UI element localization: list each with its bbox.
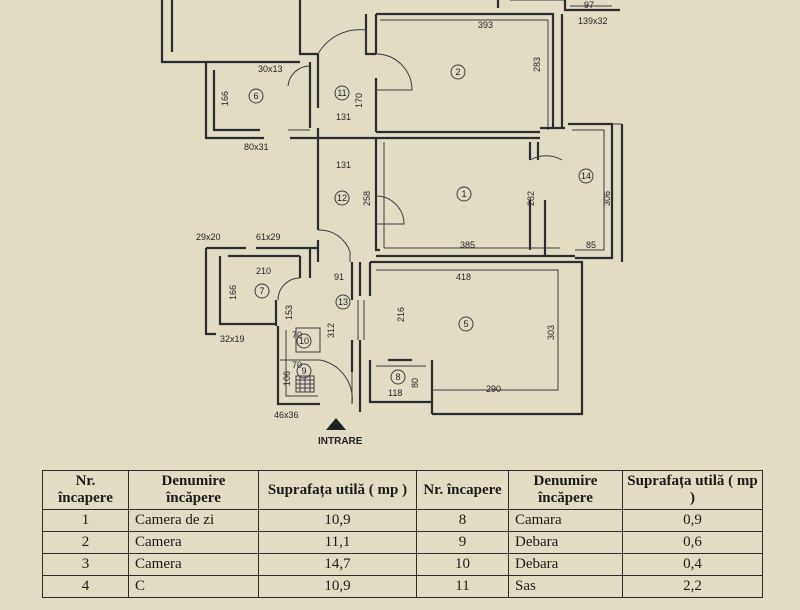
table-row: 2 Camera 11,1 9 Debara 0,6	[42, 531, 763, 554]
room-number-6: 6	[253, 91, 258, 101]
dim-153: 153	[284, 305, 294, 320]
dim-166-a: 166	[220, 91, 230, 106]
dim-32x19: 32x19	[220, 334, 245, 344]
dim-61x29: 61x29	[256, 232, 281, 242]
header-nr-left: Nr. încapere	[42, 470, 129, 510]
cell-name: Camara	[508, 509, 623, 532]
cell-nr: 1	[42, 509, 129, 532]
cell-name: Camera	[128, 531, 259, 554]
dim-210: 210	[256, 266, 271, 276]
dimension-labels: 393 97 139x32 283 30x13 166 170 131 80x3…	[196, 0, 612, 420]
cell-name: Debara	[508, 531, 623, 554]
dim-80: 80	[410, 378, 420, 388]
dim-118: 118	[388, 388, 402, 398]
room-number-9: 9	[301, 366, 306, 376]
entrance-label: INTRARE	[318, 436, 363, 447]
dim-216: 216	[396, 307, 406, 322]
cell-area: 0,6	[622, 531, 763, 554]
room-number-7: 7	[259, 286, 264, 296]
cell-nr: 4	[42, 575, 129, 598]
room-number-14: 14	[581, 171, 591, 181]
header-area-right: Suprafața utilă ( mp )	[622, 470, 763, 510]
dim-282: 282	[526, 191, 536, 206]
entrance-arrow-icon	[326, 418, 346, 430]
dim-80x31: 80x31	[244, 142, 269, 152]
walls-top-room	[160, 0, 565, 64]
walls-closets-9-10	[276, 326, 321, 406]
room-number-13: 13	[338, 297, 348, 307]
dim-29x20: 29x20	[196, 232, 221, 242]
room-number-11: 11	[337, 88, 346, 98]
dim-393: 393	[478, 20, 493, 30]
dim-418: 418	[456, 272, 471, 282]
cell-name: Sas	[508, 575, 623, 598]
dim-97: 97	[584, 0, 594, 10]
dim-139x32: 139x32	[578, 16, 608, 26]
cell-name: Camera	[128, 553, 259, 576]
room-number-10: 10	[299, 336, 309, 346]
cell-area: 11,1	[258, 531, 417, 554]
cell-area: 0,4	[622, 553, 763, 576]
cell-nr: 10	[416, 553, 509, 576]
cell-area: 10,9	[258, 575, 417, 598]
room-number-8: 8	[395, 372, 400, 382]
header-nr-right: Nr. încapere	[416, 470, 509, 510]
dim-131-a: 131	[336, 112, 351, 122]
cell-area: 14,7	[258, 553, 417, 576]
dim-30x13: 30x13	[258, 64, 283, 74]
room-number-2: 2	[455, 67, 460, 77]
dim-312: 312	[326, 323, 336, 338]
dim-131-b: 131	[336, 160, 351, 170]
cell-name: C	[128, 575, 259, 598]
cell-nr: 8	[416, 509, 509, 532]
room-number-5: 5	[463, 319, 468, 329]
dim-46x36: 46x36	[274, 410, 299, 420]
dim-303: 303	[546, 325, 556, 340]
dim-170: 170	[354, 93, 364, 108]
room-markers	[248, 64, 594, 385]
dim-70-a: 70	[292, 330, 302, 340]
walls-balcony-14	[568, 122, 624, 262]
cell-nr: 2	[42, 531, 129, 554]
floor-plan: INTRARE 11 2 6 12 1 14 7 13 5 10 9 8 393…	[160, 0, 624, 447]
dim-70-b: 70	[292, 360, 302, 370]
dim-106: 106	[282, 371, 292, 386]
areas-table: Nr. încapere Denumire încăpere Suprafața…	[42, 470, 763, 598]
table-header-row: Nr. încapere Denumire încăpere Suprafața…	[42, 470, 763, 510]
dim-258: 258	[362, 191, 372, 206]
walls-room-6	[204, 54, 376, 230]
dim-85: 85	[586, 240, 596, 250]
walls-room-7	[204, 246, 318, 336]
cell-area: 10,9	[258, 509, 417, 532]
cell-nr: 11	[416, 575, 509, 598]
dim-306: 306	[602, 191, 612, 206]
header-name-left: Denumire încăpere	[128, 470, 259, 510]
table-row: 1 Camera de zi 10,9 8 Camara 0,9	[42, 509, 763, 532]
table-row: 4 C 10,9 11 Sas 2,2	[42, 575, 763, 598]
areas-table-container: Nr. încapere Denumire încăpere Suprafața…	[42, 470, 763, 610]
cell-area: 2,2	[622, 575, 763, 598]
room-number-12: 12	[337, 193, 347, 203]
header-name-right: Denumire încăpere	[508, 470, 623, 510]
cell-area: 0,9	[622, 509, 763, 532]
dim-385: 385	[460, 240, 475, 250]
walls-corridor-13	[316, 240, 365, 412]
dim-283: 283	[532, 57, 542, 72]
dim-91: 91	[334, 272, 344, 282]
walls-room-5	[368, 260, 584, 416]
cell-nr: 3	[42, 553, 129, 576]
dim-290: 290	[486, 384, 501, 394]
walls-room-1	[374, 126, 575, 258]
cell-name: Camera de zi	[128, 509, 259, 532]
door-swings	[277, 29, 563, 405]
table-row: 3 Camera 14,7 10 Debara 0,4	[42, 553, 763, 576]
cell-nr: 9	[416, 531, 509, 554]
dim-166-b: 166	[228, 285, 238, 300]
walls-room-2	[364, 0, 620, 134]
cell-name: Debara	[508, 553, 623, 576]
room-number-1: 1	[461, 189, 466, 199]
header-area-left: Suprafața utilă ( mp )	[258, 470, 417, 510]
